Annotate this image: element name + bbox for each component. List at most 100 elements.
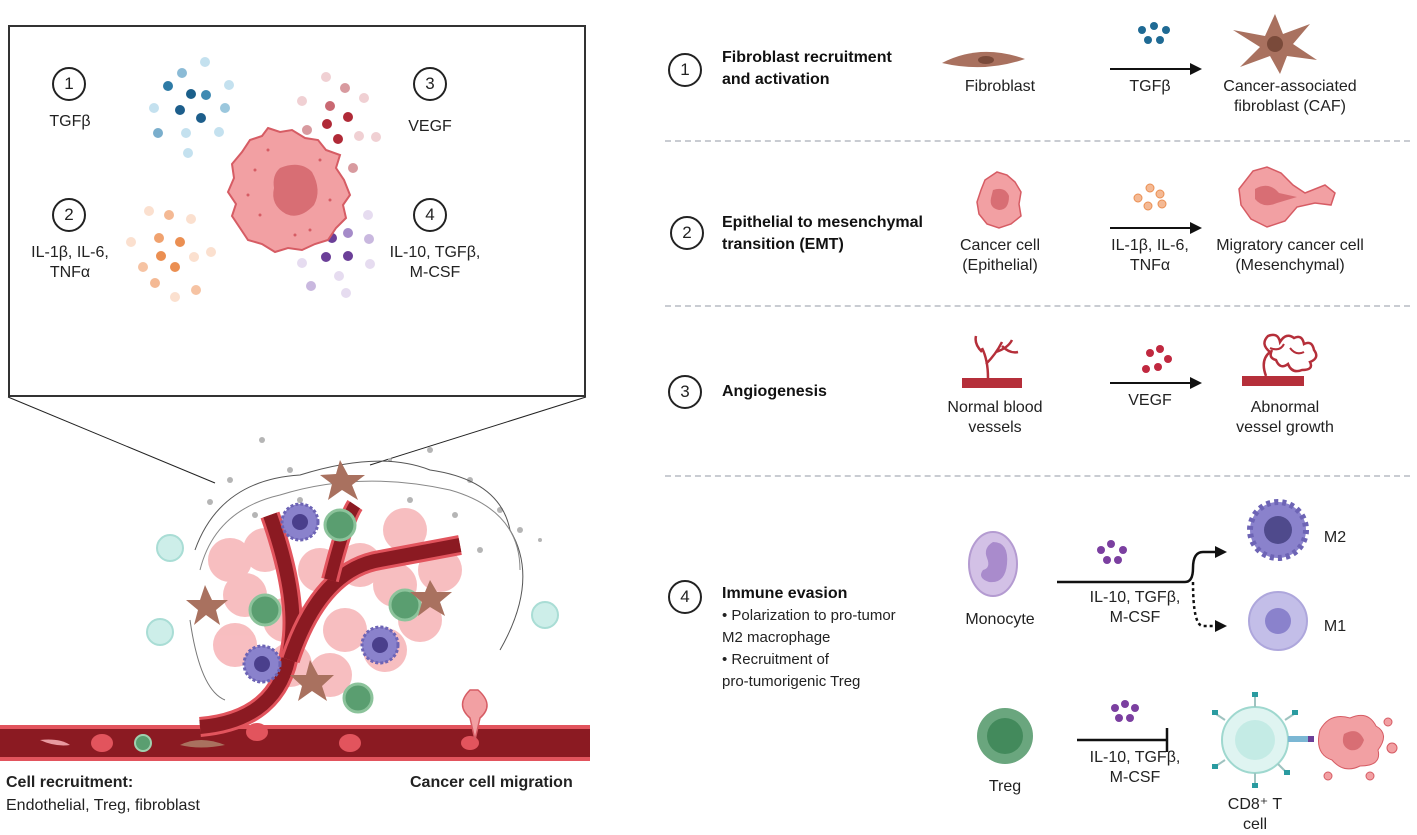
- section-divider: [665, 140, 1410, 142]
- caf-icon: [186, 585, 228, 625]
- factor-label-line: IL-1β, IL-6,: [1111, 237, 1189, 254]
- factor-label-line: IL-10, TGFβ,: [1089, 589, 1181, 606]
- description-line: • Recruitment of: [722, 651, 829, 668]
- monocyte-label: Monocyte: [965, 611, 1035, 628]
- fibroblast-label: Fibroblast: [964, 78, 1036, 95]
- inset-number-4: 4: [413, 198, 447, 232]
- cd8-tcell-label: CD8⁺ T cell: [1227, 796, 1283, 833]
- step-3-title: Angiogenesis: [722, 383, 827, 400]
- vegf-cytokines-icon: [297, 72, 381, 173]
- inset-label-vegf: VEGF: [408, 118, 452, 135]
- migrating-cancer-cell-icon: [461, 689, 488, 741]
- factor-label-line: IL-10, TGFβ,: [1089, 749, 1181, 766]
- cell-recruitment-sub: Endothelial, Treg, fibroblast: [6, 797, 200, 814]
- migratory-cancer-cell-icon: [1238, 166, 1336, 228]
- endothelial-cell-icon: [40, 739, 70, 746]
- tgfb-cytokines-icon: [149, 57, 234, 158]
- inset-label-line: IL-10, TGFβ,: [389, 244, 481, 261]
- step-number-4: 4: [668, 580, 702, 614]
- caf-label-line: fibroblast (CAF): [1233, 98, 1347, 115]
- step-number-2: 2: [670, 216, 704, 250]
- step-title-line: and activation: [722, 71, 830, 88]
- step-number-3: 3: [668, 375, 702, 409]
- step-4-title: Immune evasion: [722, 585, 848, 602]
- polarization-arrows: [1057, 540, 1227, 632]
- vessel-label-line: vessels: [968, 419, 1022, 436]
- migratory-label-line: (Mesenchymal): [1235, 257, 1345, 274]
- cancer-cell-icon: [226, 126, 352, 254]
- inset-number-2: 2: [52, 198, 86, 232]
- red-blood-cell-icon: [91, 734, 113, 752]
- treg-icon: [323, 508, 357, 542]
- treg-icon: [388, 588, 422, 622]
- step-1-title: Fibroblast recruitment and activation: [722, 47, 892, 91]
- fibroblast-icon: [180, 740, 225, 748]
- step-4-description: • Polarization to pro-tumor M2 macrophag…: [722, 605, 896, 693]
- vessel-label-line: Abnormal: [1250, 399, 1320, 416]
- il1b-cytokines-icon: [126, 206, 216, 302]
- inset-label-il10: IL-10, TGFβ, M-CSF: [380, 243, 490, 283]
- vegf-label: VEGF: [1128, 392, 1172, 409]
- zoom-line-left: [7, 396, 216, 484]
- migratory-label-line: Migratory cancer cell: [1216, 237, 1364, 254]
- t-cell-icon: [531, 601, 559, 629]
- normal-vessel-label: Normal blood vessels: [945, 398, 1045, 438]
- step-title-line: Epithelial to mesenchymal: [722, 214, 923, 231]
- caf-label: Cancer-associated fibroblast (CAF): [1215, 77, 1365, 117]
- m1-macrophage-icon: [1248, 591, 1308, 651]
- blood-vessel-main: [0, 725, 590, 761]
- inset-number-3: 3: [413, 67, 447, 101]
- treg-label: Treg: [988, 778, 1022, 795]
- step-title-line: Fibroblast recruitment: [722, 49, 892, 66]
- cancer-cell-label-line: Cancer cell: [959, 237, 1041, 254]
- t-cell-icon: [146, 618, 174, 646]
- inset-label-line: IL-1β, IL-6,: [31, 244, 109, 261]
- tcr-icon: [1288, 736, 1310, 742]
- normal-vessel-icon: [962, 335, 1022, 388]
- caf-icon: [1233, 14, 1317, 74]
- step-title-line: transition (EMT): [722, 236, 844, 253]
- m1-label: M1: [1323, 618, 1347, 635]
- arrow-to-m2: [1057, 550, 1215, 584]
- tgfb-factor-icon: [1110, 22, 1202, 75]
- section-divider: [665, 305, 1410, 307]
- step-2-title: Epithelial to mesenchymal transition (EM…: [722, 212, 923, 256]
- description-line: • Polarization to pro-tumor: [722, 607, 896, 624]
- inset-label-tgfb: TGFβ: [49, 113, 91, 130]
- zoom-line-right: [369, 396, 587, 466]
- factor-label-line: TNFα: [1129, 257, 1171, 274]
- treg-icon: [134, 734, 152, 752]
- red-blood-cell-icon: [246, 723, 268, 741]
- cancer-cell-epithelial-icon: [976, 171, 1022, 229]
- vessel-label-line: vessel growth: [1236, 419, 1334, 436]
- abnormal-vessel-icon: [1242, 333, 1318, 386]
- treg-icon: [342, 682, 374, 714]
- inset-label-il1b: IL-1β, IL-6, TNFα: [20, 243, 120, 283]
- caf-icon: [290, 660, 334, 701]
- cd8-tcell-killing-icon: [1212, 692, 1398, 788]
- treg-factor-label: IL-10, TGFβ, M-CSF: [1080, 748, 1190, 788]
- abnormal-vessel-label: Abnormal vessel growth: [1225, 398, 1345, 438]
- arrow-to-m1: [1191, 581, 1215, 628]
- monocyte-factor-label: IL-10, TGFβ, M-CSF: [1080, 588, 1190, 628]
- cancer-migration-label: Cancer cell migration: [410, 774, 573, 791]
- caf-label-line: Cancer-associated: [1223, 78, 1357, 95]
- tgfb-label: TGFβ: [1129, 78, 1171, 95]
- m2-label: M2: [1323, 529, 1347, 546]
- monocyte-icon: [968, 531, 1018, 597]
- m2-macrophage-icon: [1247, 499, 1309, 561]
- cell-recruitment-title: Cell recruitment:: [6, 774, 134, 791]
- caf-icon: [320, 460, 365, 500]
- factor-label-line: M-CSF: [1109, 769, 1161, 786]
- inhibition-arrow: [1077, 700, 1169, 752]
- cytokine-dot: [1097, 546, 1105, 554]
- il1b-factor-icon: [1110, 183, 1202, 234]
- tumor-microenvironment: [0, 437, 590, 761]
- red-blood-cell-icon: [339, 734, 361, 752]
- section-divider: [665, 475, 1410, 477]
- caf-icon: [410, 580, 452, 616]
- description-line: M2 macrophage: [722, 629, 831, 646]
- inset-label-line: M-CSF: [409, 264, 461, 281]
- inset-label-line: TNFα: [49, 264, 91, 281]
- treg-icon: [248, 593, 282, 627]
